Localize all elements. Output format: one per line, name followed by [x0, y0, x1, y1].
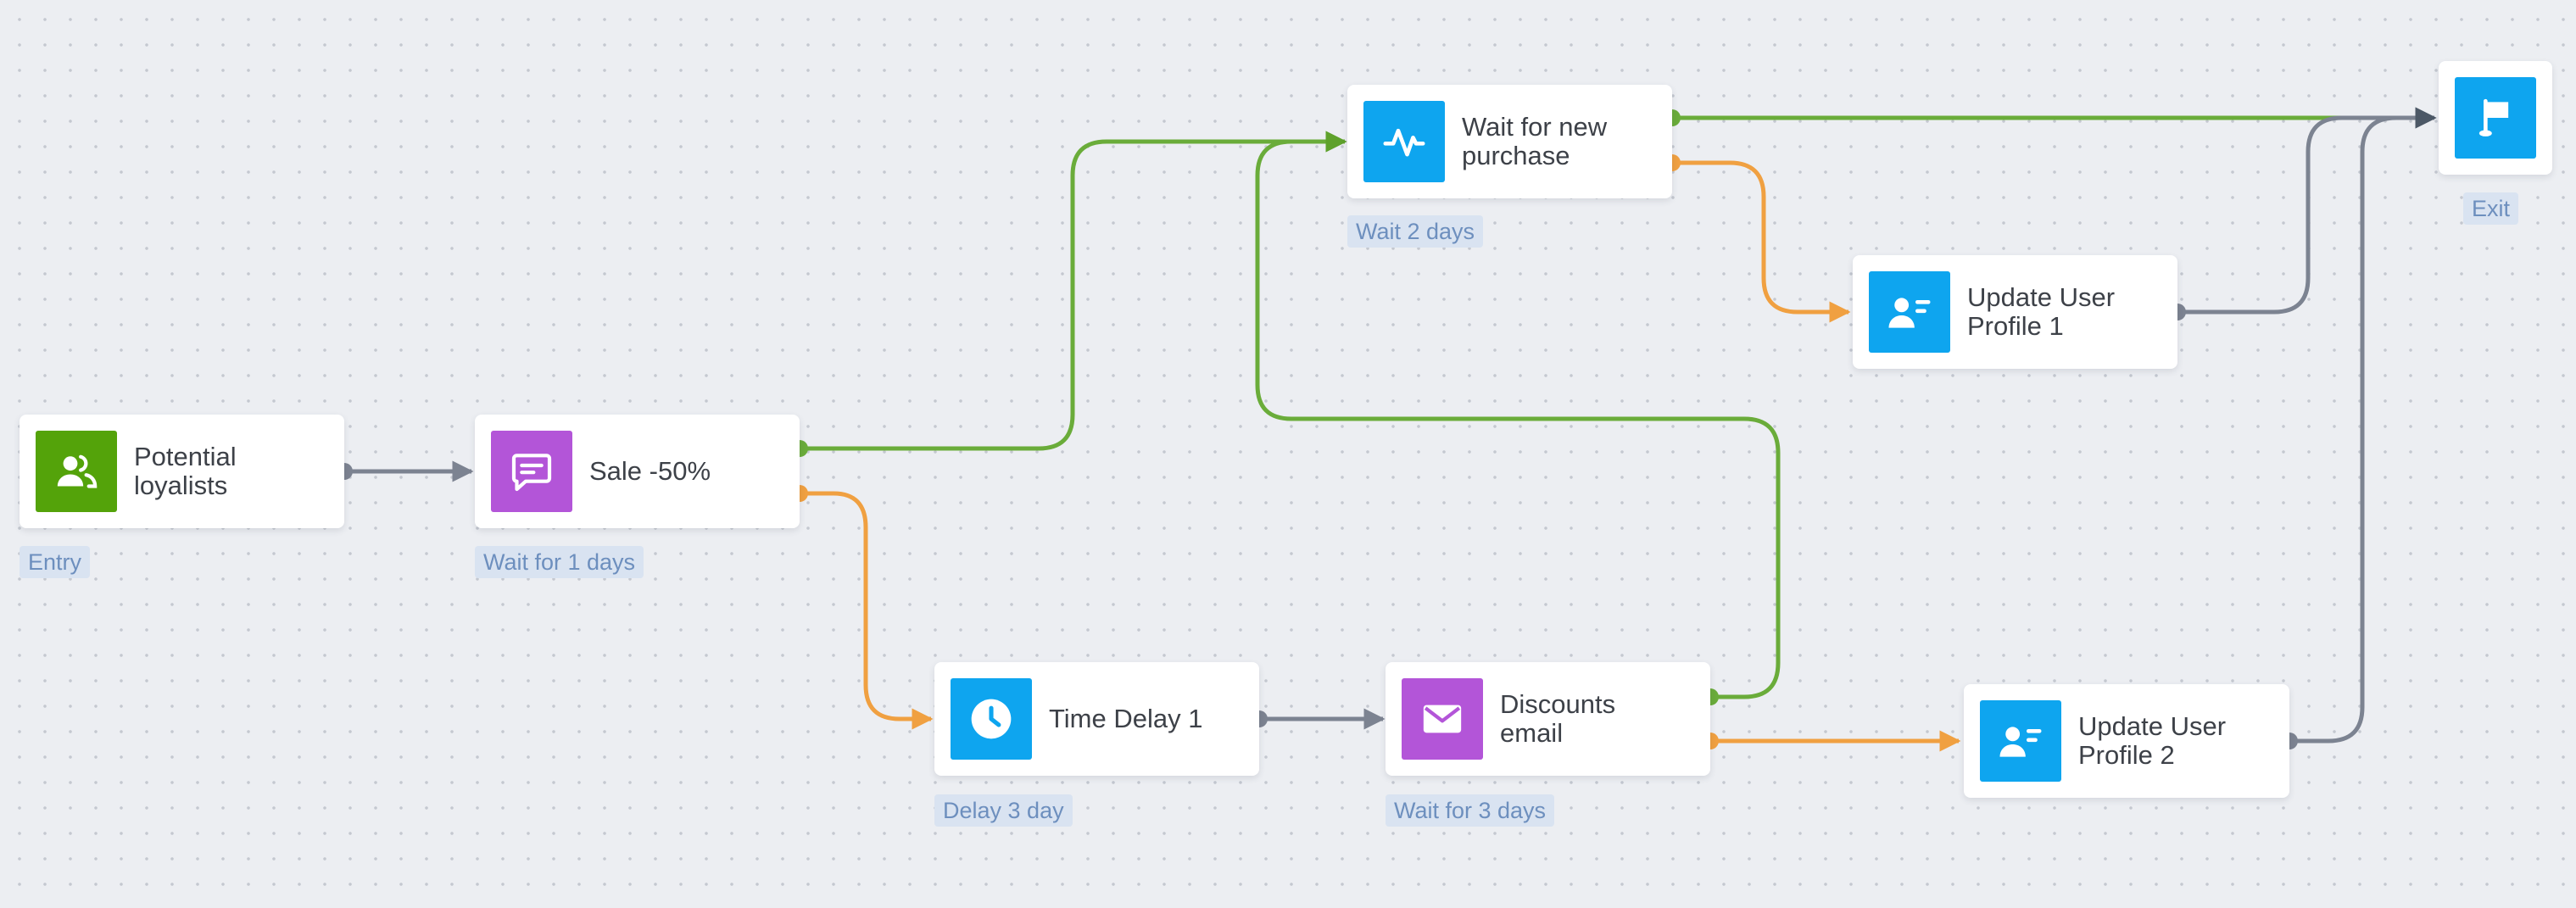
activity-icon: [1363, 101, 1445, 182]
users-icon: [36, 431, 117, 512]
user-profile-icon: [1980, 700, 2061, 782]
node-caption: Wait for 3 days: [1386, 794, 1555, 827]
node-caption: Delay 3 day: [934, 794, 1073, 827]
flag-icon: [2455, 77, 2536, 159]
edge-profile-1-to-exit[interactable]: [2177, 107, 2437, 315]
node-potential-loyalists[interactable]: Potential loyalists: [20, 415, 344, 528]
edge-profile-2-to-exit[interactable]: [2289, 107, 2437, 744]
edge-sale-to-wait-purchase[interactable]: [800, 131, 1347, 451]
node-title: Time Delay 1: [1049, 704, 1203, 733]
user-profile-icon: [1869, 271, 1950, 353]
edge-sale-to-time-delay[interactable]: [800, 491, 934, 730]
node-caption: Wait for 1 days: [475, 546, 644, 578]
node-caption: Entry: [20, 546, 91, 578]
node-wait-purchase[interactable]: Wait for new purchase: [1347, 85, 1672, 198]
node-title: Sale -50%: [589, 456, 711, 486]
node-exit[interactable]: [2439, 61, 2552, 175]
envelope-icon: [1402, 678, 1483, 760]
node-title: Update User Profile 1: [1967, 282, 2116, 341]
edge-discounts-to-wait-purchase[interactable]: [1255, 131, 1781, 699]
node-update-profile-1[interactable]: Update User Profile 1: [1853, 255, 2177, 369]
node-caption: Wait 2 days: [1347, 215, 1484, 248]
node-time-delay[interactable]: Time Delay 1: [934, 662, 1259, 776]
message-icon: [491, 431, 572, 512]
node-caption: Exit: [2463, 192, 2519, 225]
node-title: Discounts email: [1500, 689, 1616, 748]
node-sale[interactable]: Sale -50%: [475, 415, 800, 528]
node-title: Wait for new purchase: [1462, 112, 1608, 170]
node-title: Potential loyalists: [134, 442, 237, 500]
node-discounts-email[interactable]: Discounts email: [1386, 662, 1710, 776]
node-title: Update User Profile 2: [2078, 711, 2227, 770]
edge-wait-purchase-to-profile-1[interactable]: [1672, 160, 1851, 323]
node-update-profile-2[interactable]: Update User Profile 2: [1964, 684, 2289, 798]
clock-icon: [951, 678, 1032, 760]
